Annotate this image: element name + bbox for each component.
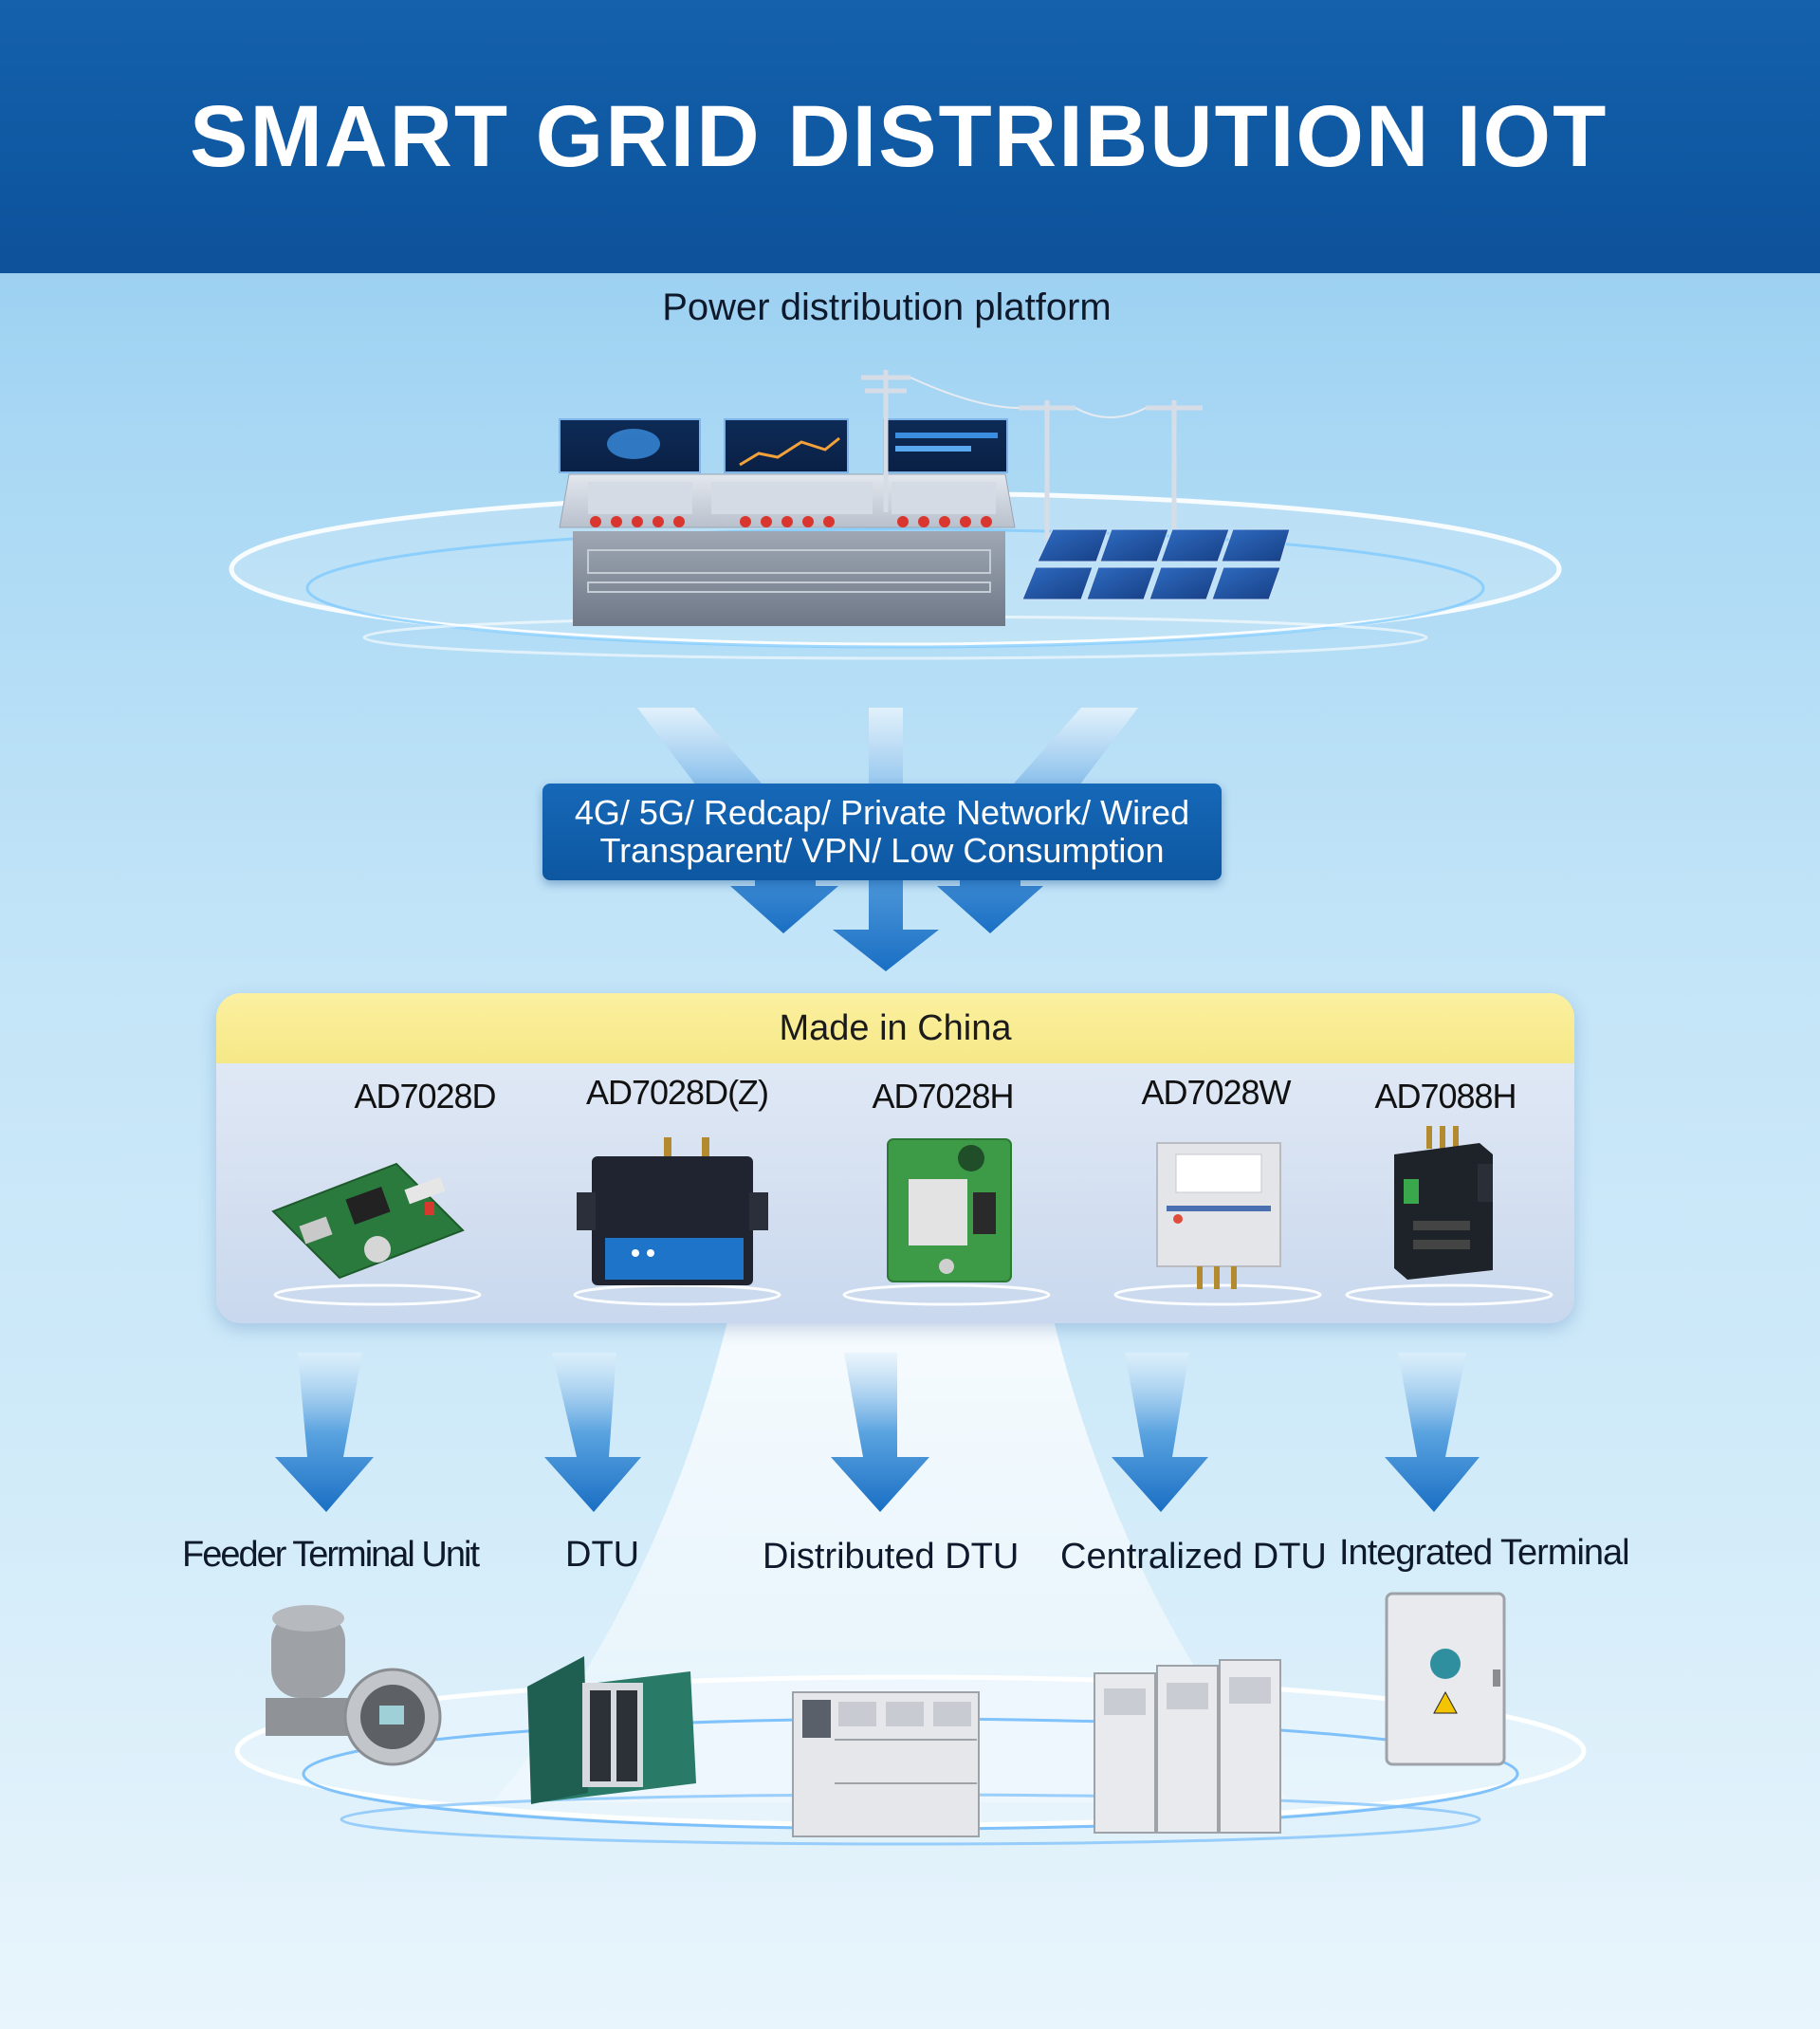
platform-title: Power distribution platform xyxy=(662,286,1112,328)
feeder-terminal-unit-device xyxy=(266,1605,442,1766)
arrow-to-dtu xyxy=(544,1353,641,1512)
arrow-to-centralized-dtu xyxy=(1112,1353,1208,1512)
products-panel: Made in China AD7028D AD7028D(Z) AD7028H… xyxy=(216,993,1574,1323)
arrow-to-integrated-terminal xyxy=(1385,1353,1480,1512)
network-line-1: 4G/ 5G/ Redcap/ Private Network/ Wired xyxy=(574,793,1190,832)
product-module-ad7028w xyxy=(1113,1142,1322,1306)
integrated-terminal-device xyxy=(1385,1592,1506,1766)
product-name: AD7028H xyxy=(872,1077,1014,1116)
product-board-ad7028d xyxy=(271,1162,482,1306)
arrow-to-feeder-terminal-unit xyxy=(275,1353,374,1512)
product-name: AD7028D(Z) xyxy=(585,1073,769,1112)
product-name: AD7088H xyxy=(1374,1077,1517,1116)
product-name: AD7028D xyxy=(354,1077,496,1116)
made-in-china-label: Made in China xyxy=(779,1008,1012,1048)
device-label-integrated-terminal: Integrated Terminal xyxy=(1339,1533,1630,1573)
header-banner xyxy=(0,0,1820,273)
device-label-centralized-dtu: Centralized DTU xyxy=(1060,1537,1327,1577)
distributed-dtu-device xyxy=(792,1691,980,1837)
platform-illustration xyxy=(229,370,1562,660)
solar-array xyxy=(1021,528,1291,600)
monitor-screen xyxy=(724,418,849,473)
product-router-ad7028dz xyxy=(573,1137,781,1306)
centralized-dtu-device xyxy=(1094,1659,1281,1834)
power-pole xyxy=(861,370,1203,541)
console-cabinet xyxy=(573,531,1005,626)
device-label-feeder-terminal-unit: Feeder Terminal Unit xyxy=(182,1535,480,1575)
device-illustrations xyxy=(234,1592,1587,1846)
device-label-dtu: DTU xyxy=(565,1535,640,1575)
page-title: SMART GRID DISTRIBUTION IOT xyxy=(190,88,1609,185)
product-module-ad7028h xyxy=(842,1138,1051,1306)
console-key-grid xyxy=(588,482,996,514)
product-gateway-ad7088h xyxy=(1345,1126,1553,1306)
product-name: AD7028W xyxy=(1141,1073,1291,1112)
network-line-2: Transparent/ VPN/ Low Consumption xyxy=(599,831,1165,870)
made-in-china-banner xyxy=(216,993,1574,1063)
device-label-distributed-dtu: Distributed DTU xyxy=(763,1537,1020,1577)
console-buttons xyxy=(590,516,992,527)
device-arrows xyxy=(275,1353,1480,1512)
dtu-cabinet-device xyxy=(527,1656,696,1804)
arrow-to-distributed-dtu xyxy=(831,1353,929,1512)
platform-halo-inner xyxy=(305,527,1485,649)
network-options-box: 4G/ 5G/ Redcap/ Private Network/ Wired T… xyxy=(542,784,1222,880)
